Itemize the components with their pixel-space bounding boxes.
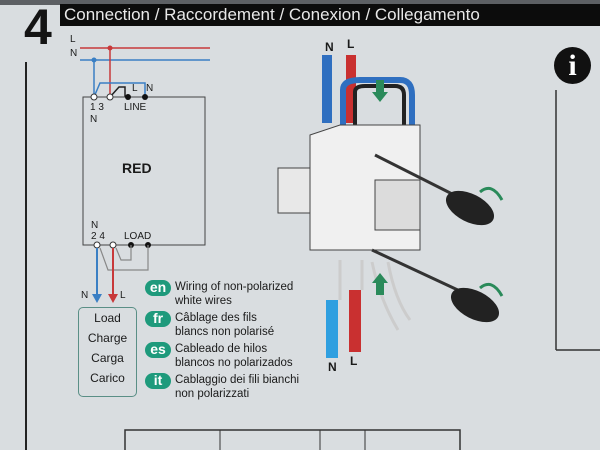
legend-text: Cableado de hilos (175, 343, 268, 355)
legend-text: white wires (175, 295, 232, 307)
load-it: Carico (90, 371, 125, 385)
label-line: LINE (124, 102, 147, 113)
legend-text: blancs non polarisé (175, 326, 275, 338)
label-bottom-n: N (91, 220, 99, 231)
label-out-N: N (81, 290, 89, 301)
screwdriver-bottom (450, 287, 500, 323)
label-N: N (70, 48, 78, 59)
wire-label-bottom-N: N (328, 360, 337, 374)
load-box: Load Charge Carga Carico (78, 307, 137, 397)
label-top-N: N (146, 83, 154, 94)
label-terminal-n: N (90, 114, 98, 125)
label-terminals-2-4: 2 4 (91, 231, 105, 242)
load-en: Load (94, 311, 121, 325)
bottom-table (124, 429, 461, 450)
wire-label-top-N: N (325, 40, 334, 54)
rotate-arrow-icon (479, 282, 504, 297)
load-fr: Charge (87, 331, 128, 345)
label-load: LOAD (124, 231, 152, 242)
rotate-arrow-icon (479, 186, 504, 201)
device-name: RED (122, 160, 152, 176)
breaker-illustration (277, 55, 504, 358)
legend-item-en: en Wiring of non-polarized white wires (145, 280, 299, 311)
legend-text: non polarizzati (175, 388, 250, 400)
legend-text: blancos no polarizados (175, 357, 293, 369)
legend-item-fr: fr Câblage des fils blancs non polarisé (145, 311, 299, 342)
label-out-L: L (120, 290, 126, 301)
down-arrow-icon (372, 80, 388, 102)
legend-item-it: it Cablaggio dei fili bianchi non polarizz… (145, 373, 299, 404)
lang-badge: fr (145, 311, 171, 327)
window-top-strip (0, 0, 600, 5)
load-es: Carga (91, 351, 124, 365)
step-number: 4 (24, 0, 52, 55)
label-L: L (70, 34, 76, 45)
lang-badge: en (145, 280, 171, 296)
up-arrow-icon (372, 273, 388, 295)
section-title: Connection / Raccordement / Conexion / C… (60, 4, 600, 26)
screwdriver-top (445, 190, 495, 226)
lang-badge: es (145, 342, 171, 358)
legend-item-es: es Cableado de hilos blancos no polarizado… (145, 342, 299, 373)
label-terminals-1-3: 1 3 (90, 102, 104, 113)
wire-label-bottom-L: L (350, 354, 358, 368)
legend-text: Cablaggio dei fili bianchi (175, 374, 300, 386)
label-top-L: L (132, 83, 138, 94)
lang-badge: it (145, 373, 171, 389)
legend-text: Wiring of non-polarized (175, 281, 294, 293)
wire-label-top-L: L (347, 37, 355, 51)
legend-text: Câblage des fils (175, 312, 257, 324)
info-icon: i (554, 47, 591, 84)
